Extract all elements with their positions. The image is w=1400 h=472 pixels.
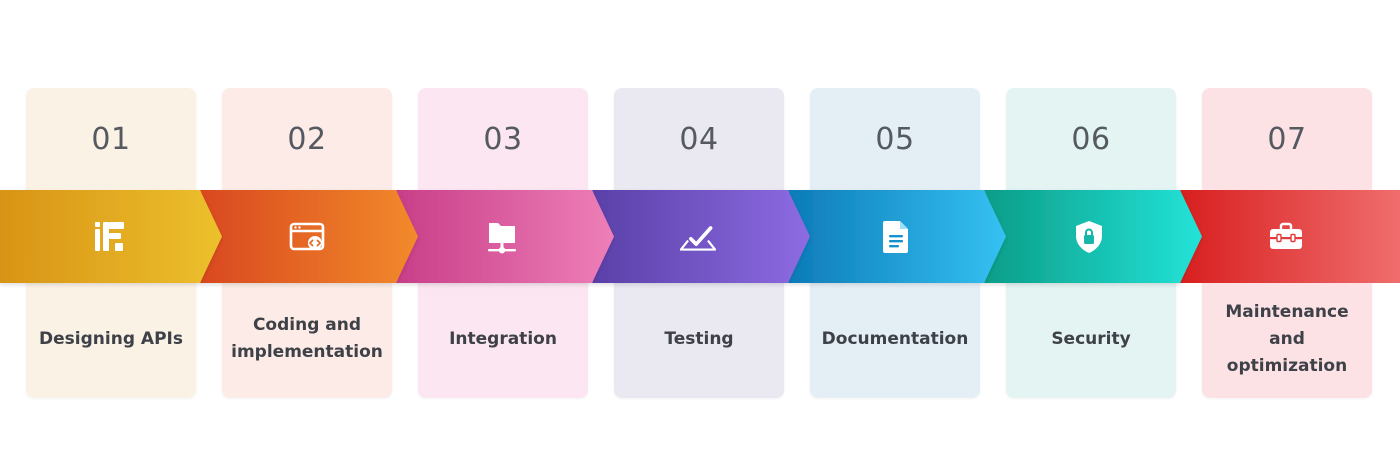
step-number: 01 [91,122,131,157]
code-window-icon [289,222,325,251]
step-label: Integration [449,328,557,349]
toolbox-icon [1270,222,1302,249]
step-number: 05 [875,122,915,157]
step-number: 03 [483,122,523,157]
arrow-segment-02 [200,190,418,283]
step-label: Documentation [821,328,969,349]
step-label: Testing [664,328,734,349]
step-label: Coding and implementation [231,315,383,362]
step-label: Security [1051,328,1131,349]
step-number: 04 [679,122,719,157]
step-label: Maintenance and optimization [1225,301,1349,376]
step-number: 02 [287,122,327,157]
step-number: 06 [1071,122,1111,157]
network-folder-icon [488,223,516,254]
checkmark-plane-icon [680,226,716,251]
design-icon [95,222,124,251]
document-icon [883,221,908,253]
step-number: 07 [1267,122,1307,157]
step-label: Designing APIs [39,328,183,349]
shield-lock-icon [1076,221,1102,253]
